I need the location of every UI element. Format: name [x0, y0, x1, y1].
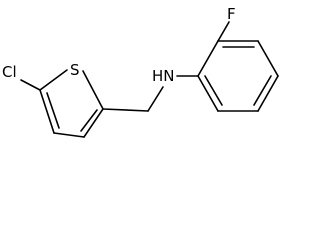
atom-labels: Cl S HN F: [2, 5, 236, 85]
bond-s1-c2: [82, 70, 104, 110]
molecule-structure: Cl S HN F: [2, 5, 279, 138]
chlorine-label: Cl: [2, 63, 17, 81]
amine-label: HN: [152, 67, 175, 85]
bond-benz-6-inner: [204, 75, 223, 106]
bond-benz-4-inner: [253, 75, 272, 106]
bond-benz-1: [197, 40, 219, 77]
bond-cl-c5: [20, 79, 41, 91]
bond-ch2-n: [147, 86, 164, 112]
bond-benz-3: [257, 40, 279, 77]
bond-c3-c4: [53, 132, 85, 138]
fluorine-label: F: [227, 5, 236, 23]
bond-benz-6: [197, 75, 219, 112]
bond-c5-s1: [39, 69, 68, 91]
bond-c3-c3-inner: [80, 109, 98, 132]
bond-c4-c5: [39, 89, 55, 134]
bond-c2-f: [217, 21, 230, 42]
bonds: [20, 21, 279, 138]
bond-benz-4: [257, 75, 279, 112]
bond-c2-c3: [83, 108, 104, 138]
sulfur-label: S: [70, 61, 80, 79]
bond-c2-ch2: [102, 108, 149, 112]
bond-c4-c5-inner: [46, 92, 60, 129]
